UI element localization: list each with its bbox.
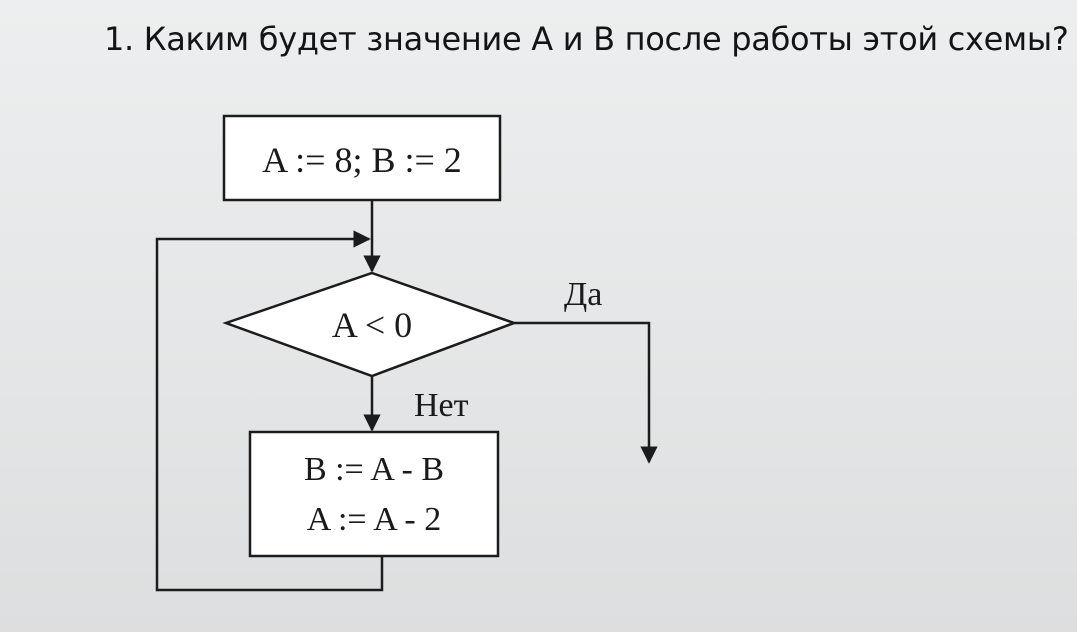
yes-branch-arrow bbox=[514, 321, 658, 464]
condition-text: A < 0 bbox=[332, 305, 412, 345]
start-block-text: A := 8; B := 2 bbox=[262, 140, 462, 180]
start-block: A := 8; B := 2 bbox=[222, 114, 502, 202]
process-block: B := A - B A := A - 2 bbox=[248, 430, 500, 558]
start-block-rect bbox=[222, 114, 502, 202]
no-label: Нет bbox=[414, 387, 469, 424]
yes-label: Да bbox=[564, 276, 602, 313]
process-line-2: A := A - 2 bbox=[307, 501, 441, 538]
loop-back-arrow bbox=[155, 230, 384, 592]
process-block-rect bbox=[248, 430, 500, 558]
process-line-1: B := A - B bbox=[304, 451, 444, 488]
condition-block: A < 0 bbox=[222, 271, 518, 378]
question-text: 1. Каким будет значение А и В после рабо… bbox=[104, 20, 1069, 58]
